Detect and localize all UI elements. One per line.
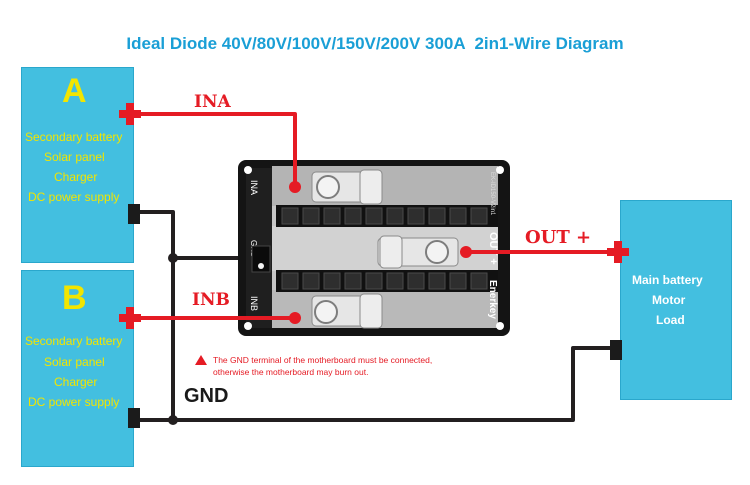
inb-board-point [289, 312, 301, 324]
gnd-warning-text: The GND terminal of the motherboard must… [213, 354, 432, 378]
source-a-line-1: Secondary battery [25, 130, 123, 144]
source-a-line-3: Charger [54, 170, 98, 184]
source-b-line-1: Secondary battery [25, 334, 123, 348]
gnd-warning-line-2: otherwise the motherboard may burn out. [213, 367, 369, 377]
inb-label: INB [192, 290, 230, 310]
board-brand: Enerkey [487, 280, 498, 319]
ina-wire [140, 112, 297, 187]
board-label-out: OUT + [487, 232, 499, 265]
gnd-wire-source-b [138, 346, 616, 422]
load-plus-icon [607, 241, 629, 263]
board-label-inb: INB [249, 296, 259, 311]
load-box: Main battery Motor Load [620, 200, 732, 400]
source-b-plus-icon [119, 307, 141, 329]
source-a-neg-terminal [128, 204, 140, 224]
gnd-wire-source-a [138, 210, 175, 422]
source-a-line-2: Solar panel [44, 150, 105, 164]
source-a-letter: A [62, 72, 87, 110]
board-label-ina: INA [249, 180, 259, 195]
positive-wires [140, 112, 612, 320]
gnd-junction-top [168, 253, 178, 263]
source-b-line-3: Charger [54, 375, 98, 389]
out-board-point [460, 246, 472, 258]
source-a-plus-icon [119, 103, 141, 125]
source-b-neg-terminal [128, 408, 140, 428]
load-line-1: Main battery [632, 273, 703, 287]
source-b-line-4: DC power supply [28, 395, 120, 409]
source-b-line-2: Solar panel [44, 355, 105, 369]
gnd-label: GND [184, 385, 229, 407]
ina-board-point [289, 181, 301, 193]
ina-label: INA [194, 92, 231, 112]
source-a-line-4: DC power supply [28, 190, 120, 204]
board-model: EK-ID150-V2in1 [489, 172, 495, 216]
load-neg-terminal [610, 340, 622, 360]
board-gnd-connector [251, 245, 271, 273]
load-line-3: Load [656, 313, 685, 327]
source-b-letter: B [62, 279, 87, 317]
gnd-warning-line-1: The GND terminal of the motherboard must… [213, 355, 433, 365]
out-label: OUT + [525, 227, 592, 248]
load-line-2: Motor [652, 293, 686, 307]
gnd-junction-bottom [168, 415, 178, 425]
source-b-box: B Secondary battery Solar panel Charger … [21, 270, 134, 467]
warning-icon [195, 355, 207, 365]
diagram-title: Ideal Diode 40V/80V/100V/150V/200V 300A … [126, 34, 624, 53]
ideal-diode-board: INA GND INB OUT + Enerkey EK-ID150-V2in1 [238, 160, 510, 336]
source-a-box: A Secondary battery Solar panel Charger … [21, 67, 134, 263]
